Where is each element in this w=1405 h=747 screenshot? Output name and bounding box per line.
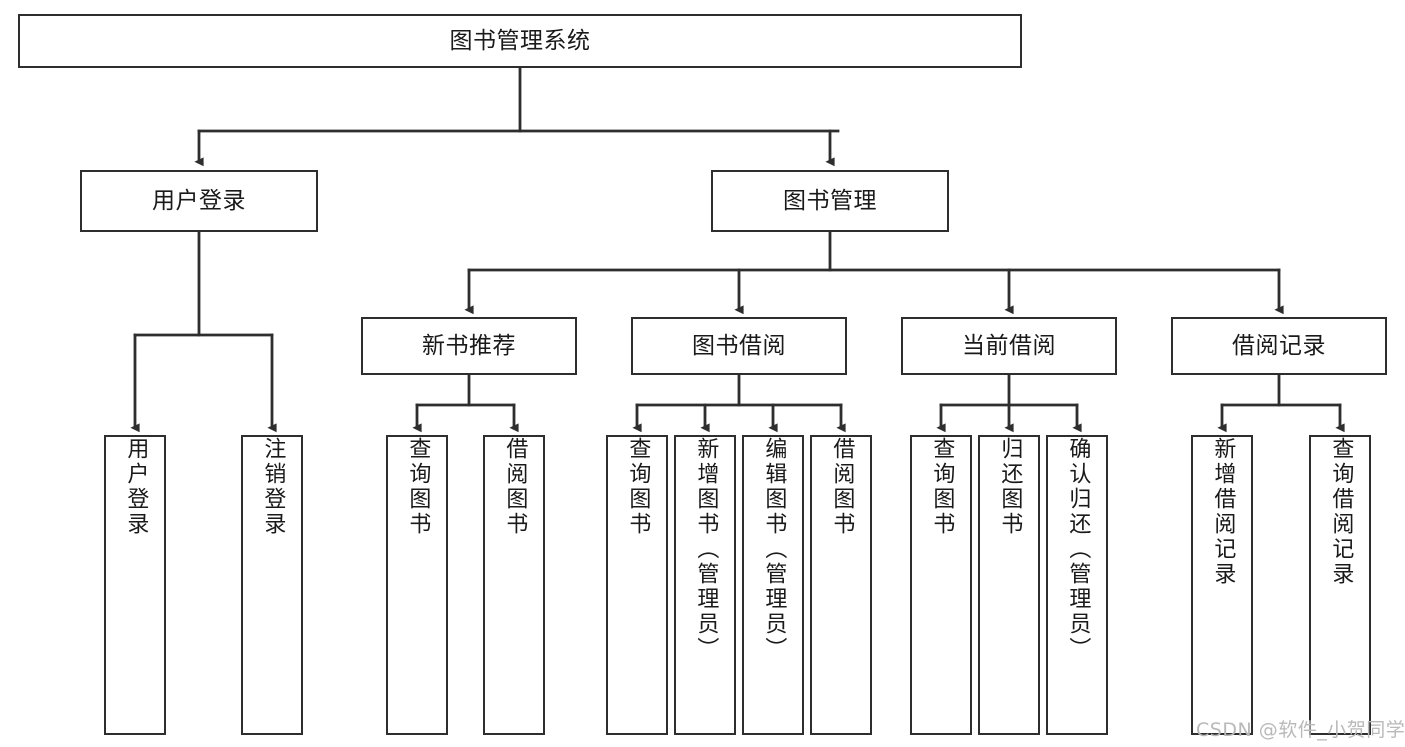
leaf-user-login-label: 用户登录 [123, 437, 149, 537]
leaf-add-book[interactable]: 新增图书（管理员） [674, 435, 736, 735]
leaf-borrow-book-2[interactable]: 借阅图书 [810, 435, 872, 735]
leaf-query-book-2-label: 查询图书 [625, 437, 651, 537]
leaf-edit-book-label: 编辑图书（管理员） [761, 437, 787, 662]
leaf-query-book-1-label: 查询图书 [405, 437, 431, 537]
leaf-edit-book[interactable]: 编辑图书（管理员） [742, 435, 804, 735]
node-current-borrow[interactable]: 当前借阅 [901, 317, 1117, 375]
node-current-borrow-label: 当前借阅 [962, 332, 1056, 359]
node-borrow-record[interactable]: 借阅记录 [1171, 317, 1387, 375]
leaf-query-record[interactable]: 查询借阅记录 [1309, 435, 1371, 735]
leaf-return-book[interactable]: 归还图书 [978, 435, 1040, 735]
leaf-confirm-return[interactable]: 确认归还（管理员） [1046, 435, 1108, 735]
node-user-login-label: 用户登录 [152, 187, 246, 214]
node-book-borrow[interactable]: 图书借阅 [631, 317, 847, 375]
leaf-logout-login[interactable]: 注销登录 [241, 435, 303, 735]
leaf-query-book-1[interactable]: 查询图书 [386, 435, 448, 735]
watermark: CSDN @软件_小贺同学 [1196, 719, 1405, 741]
leaf-borrow-book-1-label: 借阅图书 [502, 437, 528, 537]
leaf-borrow-book-1[interactable]: 借阅图书 [483, 435, 545, 735]
node-book-manage-label: 图书管理 [783, 187, 877, 214]
leaf-add-book-label: 新增图书（管理员） [693, 437, 719, 662]
node-new-book-recommend-label: 新书推荐 [422, 332, 516, 359]
leaf-query-book-2[interactable]: 查询图书 [606, 435, 668, 735]
leaf-query-book-3[interactable]: 查询图书 [910, 435, 972, 735]
node-root[interactable]: 图书管理系统 [18, 14, 1022, 68]
node-user-login[interactable]: 用户登录 [80, 170, 318, 232]
node-root-label: 图书管理系统 [449, 27, 591, 54]
node-book-borrow-label: 图书借阅 [692, 332, 786, 359]
leaf-query-record-label: 查询借阅记录 [1328, 437, 1354, 587]
node-book-manage[interactable]: 图书管理 [711, 170, 949, 232]
leaf-add-record-label: 新增借阅记录 [1210, 437, 1236, 587]
node-borrow-record-label: 借阅记录 [1232, 332, 1326, 359]
leaf-borrow-book-2-label: 借阅图书 [829, 437, 855, 537]
leaf-logout-login-label: 注销登录 [260, 437, 286, 537]
node-new-book-recommend[interactable]: 新书推荐 [361, 317, 577, 375]
leaf-return-book-label: 归还图书 [997, 437, 1023, 537]
leaf-user-login[interactable]: 用户登录 [104, 435, 166, 735]
leaf-query-book-3-label: 查询图书 [929, 437, 955, 537]
leaf-add-record[interactable]: 新增借阅记录 [1191, 435, 1253, 735]
leaf-confirm-return-label: 确认归还（管理员） [1065, 437, 1091, 662]
